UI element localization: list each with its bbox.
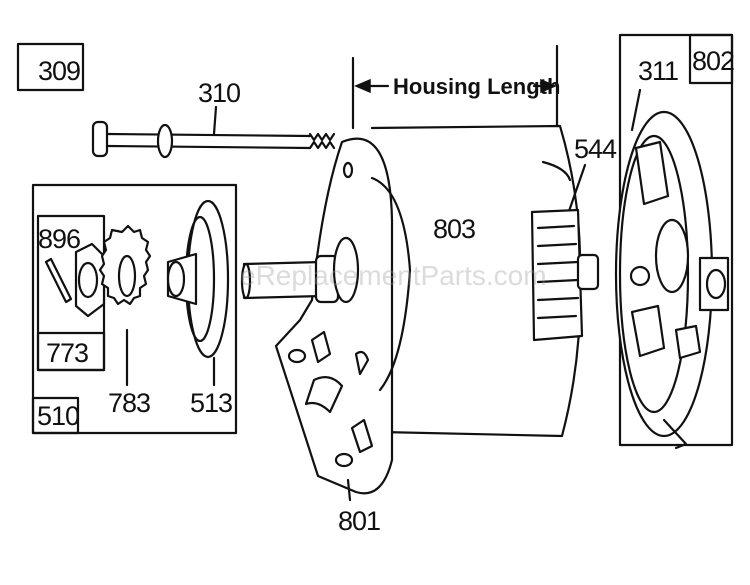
part-510-label: 510	[37, 401, 79, 431]
arrow-left-icon	[354, 78, 371, 94]
part-801-label: 801	[338, 506, 380, 536]
part-309-label: 309	[38, 56, 80, 86]
housing-length-label: Housing Length	[393, 74, 560, 99]
arrow-right-icon	[540, 78, 557, 94]
part-544-label: 544	[574, 134, 617, 164]
part-773-subkit[interactable]: 896 773	[36, 214, 106, 372]
part-896-label: 896	[38, 224, 80, 254]
part-310-bolt[interactable]: 310	[91, 78, 336, 159]
part-510-kit[interactable]: 510 896 773 783 513	[31, 183, 238, 435]
part-802-brush-end[interactable]: 802 311	[614, 33, 735, 450]
part-513-label: 513	[190, 388, 232, 418]
part-803-label: 803	[433, 214, 475, 244]
part-783-gear[interactable]: 783	[98, 224, 152, 418]
part-309-callout[interactable]: 309	[16, 42, 85, 92]
part-803-housing[interactable]: 803	[370, 124, 582, 438]
watermark: eReplacementParts.com	[240, 260, 547, 291]
part-310-label: 310	[198, 78, 240, 108]
part-801-end-cap[interactable]: 801	[240, 137, 412, 536]
part-311-label: 311	[638, 56, 678, 86]
part-544-armature[interactable]: 544	[530, 134, 618, 342]
part-773-label: 773	[46, 338, 88, 368]
part-783-label: 783	[108, 388, 150, 418]
housing-length-dimension: Housing Length	[351, 44, 560, 130]
part-513-clutch[interactable]: 513	[166, 199, 233, 418]
part-802-label: 802	[692, 46, 734, 76]
